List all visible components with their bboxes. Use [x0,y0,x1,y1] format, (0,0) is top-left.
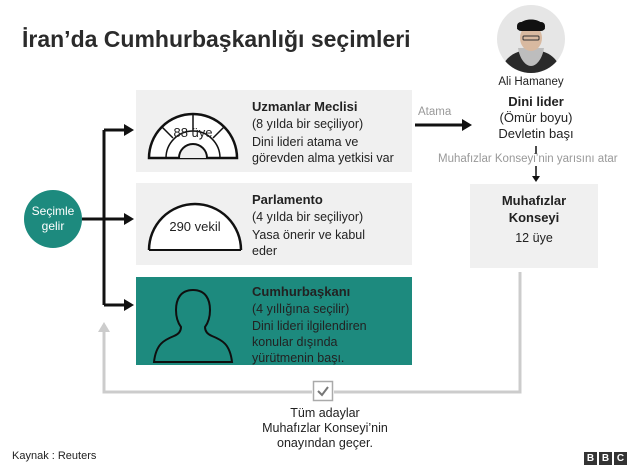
president-title: Cumhurbaşkanı [252,284,351,299]
leader-role-term: (Ömür boyu) [499,110,573,125]
elected-node-line2: gelir [41,219,65,233]
leader-name: Ali Hamaney [498,76,564,88]
bbc-logo-letter-2: B [599,452,612,465]
vetting-loop-arrow-head [98,322,110,332]
person-silhouette-icon [152,288,234,363]
vetting-note-line1: Tüm adaylar [290,406,360,420]
bbc-logo-letter-3: C [614,452,627,465]
assembly-subtitle: (8 yılda bir seçiliyor) [252,117,364,131]
arrow-head-parliament [124,213,134,225]
assembly-member-count-wrap: 88 üye [146,125,240,140]
vetting-check-icon [312,380,334,402]
elected-node: Seçimle gelir [24,190,82,248]
assembly-chamber-icon [147,112,239,160]
source-credit: Kaynak : Reuters [12,450,97,462]
president-desc-line3: yürütmenin başı. [252,351,345,365]
page-title: İran’da Cumhurbaşkanlığı seçimleri [22,26,411,52]
assembly-desc-line2: görevden alma yetkisi var [252,151,394,165]
vetting-note: Tüm adaylar Muhafızlar Konseyi’nin onayı… [235,406,415,451]
assembly-desc-line1: Dini lideri atama ve [252,135,359,149]
leader-council-arrow-head [532,176,540,182]
bbc-logo: B B C [584,452,627,465]
parliament-member-count-wrap: 290 vekil [146,219,244,234]
assembly-member-count: 88 üye [173,125,213,140]
bbc-logo-letter-1: B [584,452,597,465]
president-panel [136,277,412,365]
appoint-arrow-head [462,119,472,131]
president-subtitle: (4 yıllığına seçilir) [252,302,350,316]
assembly-title: Uzmanlar Meclisi [252,99,358,114]
vetting-note-line2: Muhafızlar Konseyi’nin [262,421,388,435]
parliament-desc-line2: eder [252,244,278,258]
council-panel [470,184,598,268]
parliament-member-count: 290 vekil [169,219,221,234]
president-desc-line2: konular dışında [252,335,338,349]
vetting-note-line3: onayından geçer. [277,436,373,450]
leader-role-title: Dini lider [508,94,564,109]
arrow-head-president [124,299,134,311]
council-members: 12 üye [515,231,553,245]
council-title-line2: Konseyi [508,210,560,225]
leader-role-head: Devletin başı [498,126,574,141]
leader-role: Dini lider (Ömür boyu) Devletin başı [471,94,601,142]
council-title-line1: Muhafızlar [501,193,567,208]
parliament-subtitle: (4 yılda bir seçiliyor) [252,210,364,224]
appoint-label: Atama [418,106,452,118]
parliament-chamber-icon [147,202,243,251]
leader-portrait [497,5,565,73]
arrow-head-assembly [124,124,134,136]
elected-node-line1: Seçimle [31,204,75,218]
parliament-title: Parlamento [252,192,323,207]
leader-appoints-note: Muhafızlar Konseyi’nin yarısını atar [438,153,618,165]
president-desc-line1: Dini lideri ilgilendiren [252,319,367,333]
parliament-desc-line1: Yasa önerir ve kabul [252,228,366,242]
